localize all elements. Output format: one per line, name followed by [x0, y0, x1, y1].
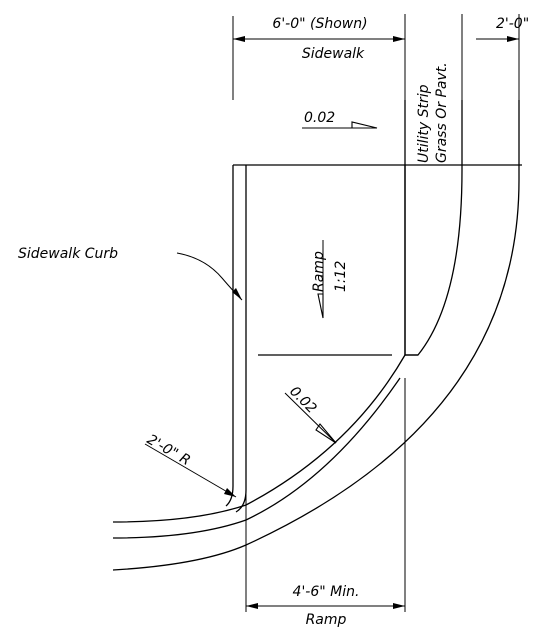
grass-or-pavt-label: Grass Or Pavt.	[434, 62, 450, 163]
top-slope-label: 0.02	[304, 110, 335, 126]
sidewalk-width-label: 6'-0" (Shown)	[272, 16, 367, 32]
utility-strip-label: Utility Strip	[416, 84, 432, 163]
curb-outer-line	[225, 165, 234, 507]
corner-slope-indicator	[284, 392, 337, 444]
sidewalk-curb	[225, 165, 247, 513]
ramp-arrowhead-right	[393, 603, 405, 609]
radius-arrowhead	[224, 488, 236, 497]
ramp-label: Ramp	[311, 251, 327, 292]
curb-inner-line	[235, 165, 247, 513]
radius-label: 2'-0" R	[144, 432, 193, 470]
ramp-bottom-label: Ramp	[306, 612, 347, 628]
ramp-arrowhead-left	[246, 603, 258, 609]
arrowhead-left	[233, 36, 245, 42]
ramp-width-dimension	[245, 378, 406, 612]
sidewalk-width-dimension	[232, 14, 520, 100]
corner-slope-label: 0.02	[286, 384, 319, 417]
utility-strip-curve	[405, 100, 463, 356]
corner-slope-arrow-icon	[315, 423, 337, 444]
arrowhead-strip	[507, 36, 519, 42]
arrowhead-right	[393, 36, 405, 42]
sidewalk-curb-leader	[176, 252, 243, 301]
ramp-width-label: 4'-6" Min.	[293, 584, 360, 600]
strip-width-label: 2'-0"	[496, 16, 529, 32]
inner-curb-curve	[112, 354, 406, 523]
slope-arrow-icon	[351, 121, 378, 129]
middle-curb-curve	[112, 377, 401, 539]
leader-arrowhead	[232, 288, 242, 300]
ramp-slope-arrow	[317, 240, 324, 319]
ramp-slope-label: 1:12	[333, 260, 349, 292]
sidewalk-label: Sidewalk	[302, 46, 365, 62]
outer-curb-curve	[112, 100, 520, 571]
radius-leader	[144, 443, 237, 498]
top-slope-indicator	[302, 121, 378, 129]
ramp-arrow-icon	[317, 293, 324, 319]
sidewalk-curb-label: Sidewalk Curb	[18, 246, 118, 262]
corner-slope-line	[284, 392, 337, 444]
